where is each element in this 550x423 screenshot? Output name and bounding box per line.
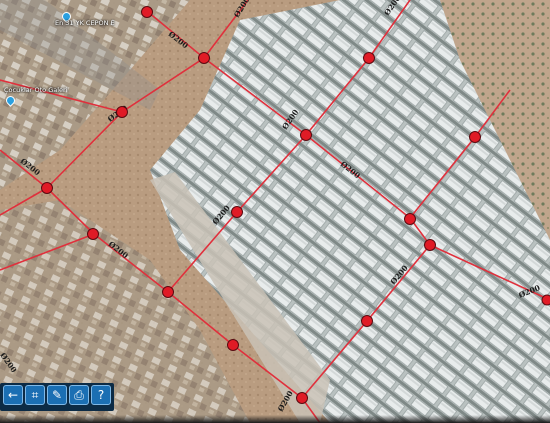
valve-node[interactable] [87, 228, 99, 240]
valve-node[interactable] [404, 213, 416, 225]
town-north-west [0, 0, 190, 190]
valve-node[interactable] [296, 392, 308, 404]
valve-node[interactable] [300, 129, 312, 141]
map-toolbar: ← ⌗ ✎ ⎙ ? [0, 383, 114, 411]
highway [0, 0, 160, 110]
poi-label: Çocuklar Oto Galeri [4, 86, 68, 94]
valve-node[interactable] [227, 339, 239, 351]
valve-node[interactable] [424, 239, 436, 251]
valve-node[interactable] [469, 131, 481, 143]
help-icon[interactable]: ? [91, 385, 111, 405]
print-icon[interactable]: ⎙ [69, 385, 89, 405]
poi-label: En 31 YK CEPON E [55, 19, 115, 27]
valve-node[interactable] [116, 106, 128, 118]
eraser-icon[interactable]: ✎ [47, 385, 67, 405]
valve-node[interactable] [198, 52, 210, 64]
dirt-road [150, 172, 330, 423]
screen-bezel [0, 415, 550, 423]
valve-node[interactable] [361, 315, 373, 327]
town-south-west [0, 200, 250, 423]
valve-node[interactable] [41, 182, 53, 194]
valve-node[interactable] [541, 294, 550, 306]
valve-node[interactable] [141, 6, 153, 18]
valve-node[interactable] [231, 206, 243, 218]
arrow-left-icon[interactable]: ← [3, 385, 23, 405]
pipe-nodes [41, 6, 550, 404]
crop-icon[interactable]: ⌗ [25, 385, 45, 405]
valve-node[interactable] [162, 286, 174, 298]
valve-node[interactable] [363, 52, 375, 64]
